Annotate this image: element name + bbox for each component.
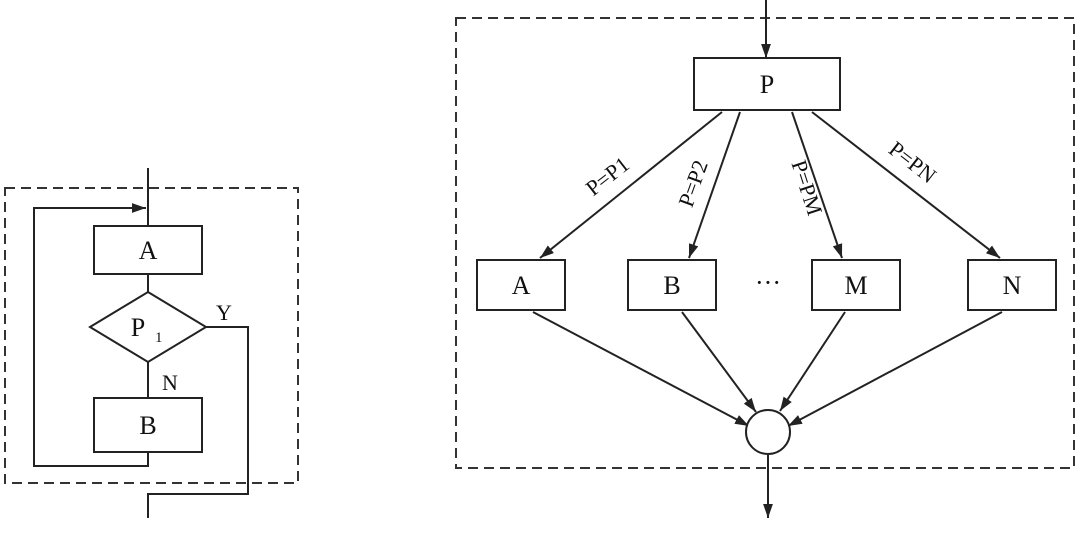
exit-y-path <box>147 326 249 518</box>
merge-node <box>745 409 791 455</box>
left-dashed-boundary <box>4 187 299 484</box>
loop-structure-diagram: A P 1 Y N B <box>4 168 299 518</box>
merge-arrow-m <box>779 311 846 412</box>
selector-label: P <box>760 70 774 99</box>
branch-condition-b: P=P2 <box>673 157 713 211</box>
case-structure-diagram: P P=P1 P=P2 P=PM P=PN A B ··· M N <box>455 0 1075 518</box>
branch-box-m <box>811 259 901 311</box>
merge-arrow-a <box>532 311 750 427</box>
branch-box-a <box>476 259 566 311</box>
block-a-label: A <box>139 236 158 265</box>
branch-arrow-m <box>791 111 843 259</box>
branch-condition-n: P=PN <box>884 136 941 188</box>
condition-subscript: 1 <box>155 330 163 346</box>
branch-label-b: B <box>663 271 680 300</box>
branch-box-n <box>967 259 1057 311</box>
block-b <box>93 397 203 453</box>
branch-label-n: N <box>1003 271 1022 300</box>
branch-arrow-a <box>539 111 723 259</box>
merge-arrow-n <box>787 311 1003 427</box>
selector-box <box>693 57 841 111</box>
block-a <box>93 225 203 275</box>
branch-label-m: M <box>844 271 867 300</box>
loop-back-arrow <box>33 203 149 467</box>
branch-box-b <box>627 259 717 311</box>
block-b-label: B <box>139 411 156 440</box>
branch-condition-a: P=P1 <box>581 151 634 200</box>
merge-arrow-b <box>681 311 757 413</box>
branch-condition-m: P=PM <box>787 157 828 218</box>
branch-arrow-n <box>811 111 1001 259</box>
branch-label-a: A <box>512 271 531 300</box>
branch-arrow-b <box>688 111 741 259</box>
condition-label: P <box>131 313 145 342</box>
ellipsis: ··· <box>755 268 781 297</box>
no-label: N <box>162 370 178 395</box>
yes-label: Y <box>216 300 232 325</box>
condition-diamond <box>88 290 208 364</box>
